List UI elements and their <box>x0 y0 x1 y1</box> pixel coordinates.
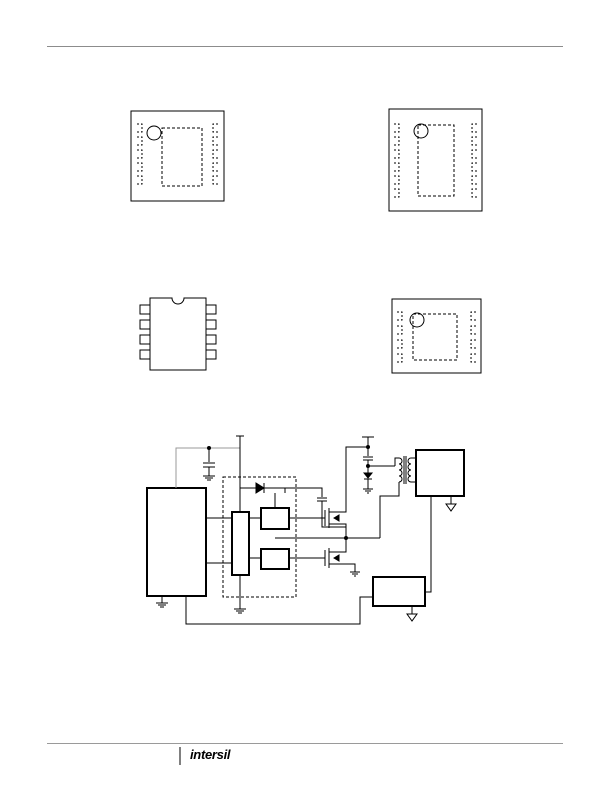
pin1-marker-1 <box>146 125 162 141</box>
pad-column-right-4 <box>470 311 476 363</box>
pins-left-3 <box>139 304 151 360</box>
intersil-logo: intersil <box>178 745 258 767</box>
transformer-core <box>403 456 407 484</box>
pins-right-3 <box>205 304 217 360</box>
ground-symbol-cap <box>203 475 215 481</box>
pad-column-left-2 <box>394 123 400 198</box>
pad-column-left-1 <box>137 123 143 185</box>
header-rule <box>47 46 563 47</box>
driver-ic-boundary <box>222 476 297 598</box>
load-block <box>415 449 465 497</box>
ground-symbol-input <box>363 488 373 494</box>
footer-rule <box>47 743 563 744</box>
logo-text: intersil <box>190 747 231 762</box>
upper-driver <box>260 507 290 530</box>
transformer-secondary <box>407 457 412 483</box>
package-outline-1 <box>130 110 225 202</box>
pin1-marker-4 <box>409 312 425 328</box>
package-outline-3 <box>139 297 217 371</box>
snubber-diode <box>362 472 374 479</box>
bootstrap-capacitor <box>317 497 327 502</box>
ground-symbol-logic <box>234 608 246 614</box>
bypass-capacitor <box>203 462 215 468</box>
transformer-primary <box>398 457 403 483</box>
ground-symbol-feedback <box>406 613 418 622</box>
logo-mark-icon <box>179 747 181 765</box>
application-schematic <box>146 435 465 625</box>
package-outline-4 <box>391 298 482 374</box>
ground-symbol-controller <box>156 602 168 608</box>
input-capacitor <box>363 456 373 461</box>
pad-column-right-2 <box>471 123 477 198</box>
ground-symbol-lower-fet <box>350 571 360 577</box>
feedback-block <box>372 576 426 607</box>
pin1-marker-2 <box>413 123 429 139</box>
lower-driver <box>260 548 290 570</box>
package-outline-2 <box>388 108 483 212</box>
ground-symbol-load <box>445 503 457 512</box>
pad-column-left-4 <box>397 311 403 363</box>
controller-block <box>146 487 207 597</box>
logic-block <box>231 511 250 576</box>
bootstrap-diode <box>255 482 265 494</box>
pad-column-right-1 <box>212 123 218 185</box>
